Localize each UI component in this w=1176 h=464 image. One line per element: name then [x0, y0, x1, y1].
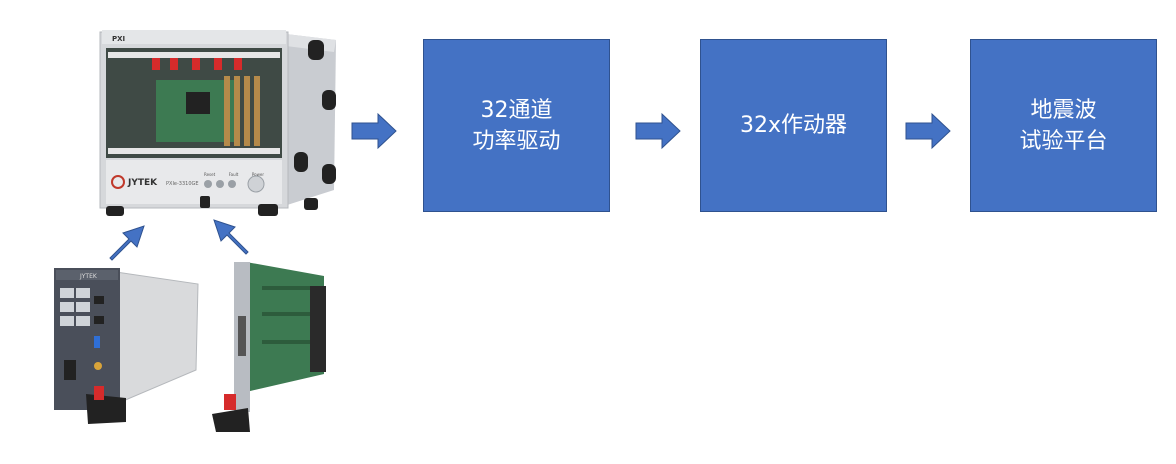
chassis-top-label: PXI — [112, 35, 125, 43]
power-driver-line2: 功率驱动 — [472, 128, 561, 154]
seismic-platform-box: 地震波 试验平台 — [970, 39, 1157, 212]
seismic-platform-line2: 试验平台 — [1019, 128, 1108, 154]
arrow-right-3 — [905, 112, 951, 150]
chassis-model: PXIe-3310GE — [166, 181, 199, 187]
reset-label: Reset — [204, 172, 216, 177]
arrow-right-1 — [351, 112, 397, 150]
actuator-box: 32x作动器 — [700, 39, 887, 212]
pxi-chassis-image: PXI JYTEK PXIe-3310GE — [99, 30, 336, 216]
up-arrow-left — [109, 225, 145, 261]
power-label: Power — [251, 172, 264, 177]
controller-brand: JYTEK — [79, 273, 98, 280]
chassis-button-labels: Reset Fault Power — [204, 172, 264, 177]
seismic-platform-line1: 地震波 — [1030, 97, 1097, 123]
power-driver-line1: 32通道 — [480, 97, 553, 123]
fault-label: Fault — [228, 172, 239, 177]
pxi-io-card-image — [212, 262, 326, 432]
arrow-right-2 — [635, 112, 681, 150]
pxi-controller-card-image: JYTEK — [54, 268, 199, 424]
actuator-line1: 32x作动器 — [739, 113, 847, 138]
up-arrow-right — [213, 219, 249, 255]
chassis-brand: JYTEK — [127, 178, 158, 188]
power-driver-box: 32通道 功率驱动 — [423, 39, 610, 212]
